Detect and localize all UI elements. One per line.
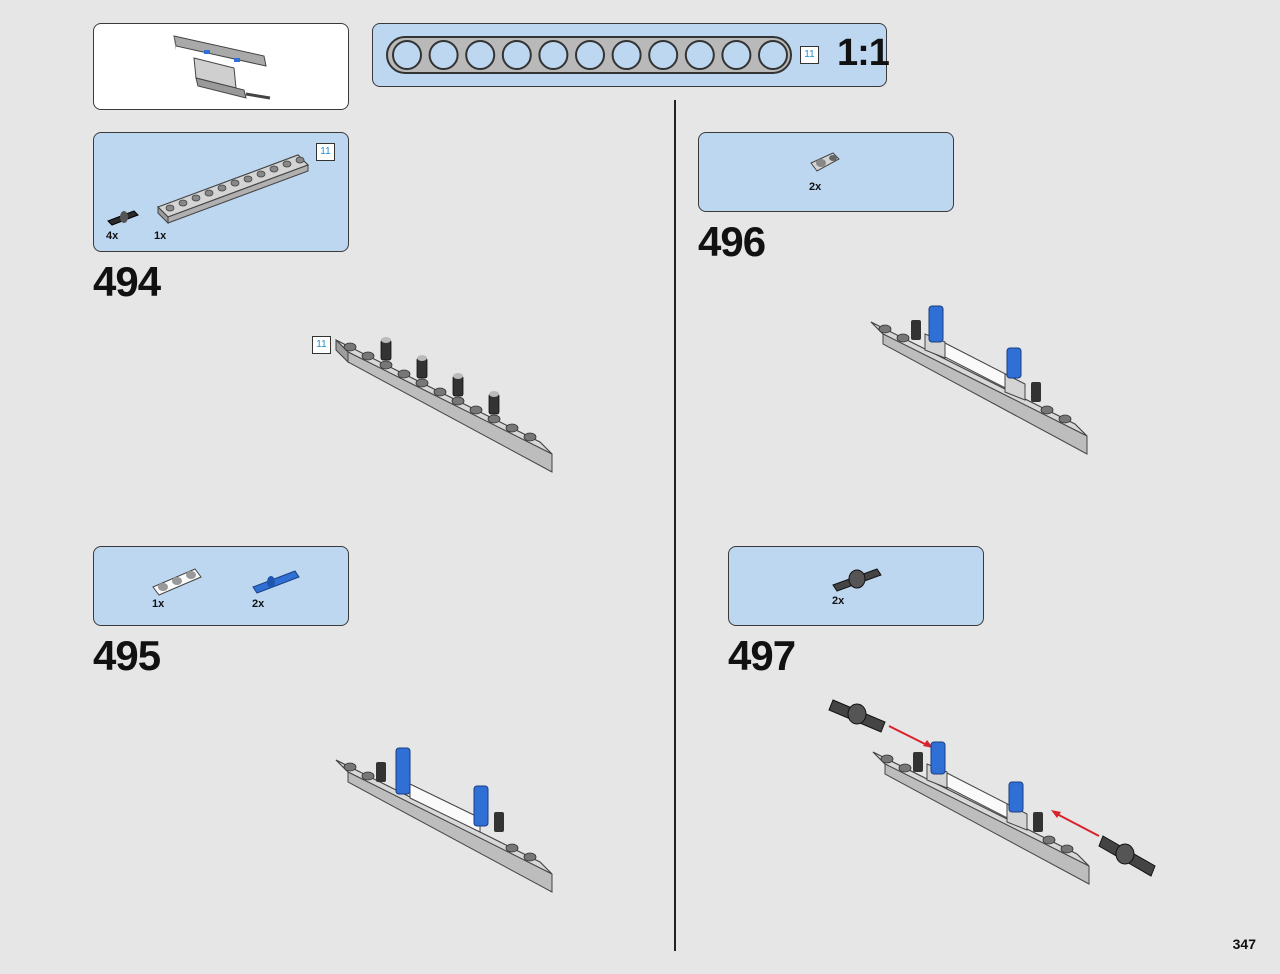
- step-496-parts-box: 2x: [698, 132, 954, 212]
- step-495-parts-box: 1x 2x: [93, 546, 349, 626]
- scale-hole: [465, 40, 496, 70]
- axle-connector-icon: [832, 568, 882, 592]
- step-495-number: 495: [93, 632, 161, 679]
- blue-axle-pin-icon: [252, 570, 300, 594]
- step-494-part-qty-2: 1x: [154, 230, 167, 242]
- step-497-model-icon: [828, 699, 1156, 885]
- column-divider: [674, 100, 676, 951]
- scale-hole: [501, 40, 532, 70]
- scale-bar-box: 11 1:1: [372, 23, 890, 87]
- scale-hole: [392, 40, 422, 70]
- step-497-number: 497: [728, 632, 796, 679]
- scale-hole: [684, 40, 715, 70]
- scale-length-badge: 11: [800, 46, 819, 64]
- step-495-model-icon: [335, 747, 553, 893]
- submodel-preview-icon: [173, 35, 271, 100]
- submodel-preview-box: [93, 23, 349, 110]
- scale-hole: [575, 40, 605, 70]
- scale-hole: [538, 40, 569, 70]
- step-496-number: 496: [698, 218, 766, 265]
- step-494-model-beam-icon: [335, 337, 553, 473]
- scale-hole: [428, 40, 459, 70]
- scale-label: 1:1: [837, 32, 890, 74]
- step-494-part-qty-1: 4x: [106, 230, 119, 242]
- beam-3-white-icon: [152, 568, 202, 596]
- step-495-part-qty-2: 2x: [252, 598, 265, 610]
- step-496-part-qty-1: 2x: [809, 181, 822, 193]
- step-497-part-qty-1: 2x: [832, 595, 845, 607]
- scale-hole: [611, 40, 642, 70]
- cross-block-icon: [810, 152, 840, 172]
- step-494-number: 494: [93, 258, 161, 305]
- step-494-parts-box: 4x 1x 11: [93, 132, 349, 252]
- page-number: 347: [1232, 936, 1256, 952]
- scale-hole: [721, 40, 752, 70]
- scale-hole: [758, 40, 788, 70]
- scale-beam-icon: [386, 36, 792, 74]
- beam-11-icon: [156, 154, 310, 225]
- scale-hole: [648, 40, 679, 70]
- step-496-model-icon: [870, 305, 1088, 455]
- step-494-model-length-badge: 11: [312, 336, 331, 354]
- step-497-parts-box: 2x: [728, 546, 984, 626]
- step-495-part-qty-1: 1x: [152, 598, 165, 610]
- black-friction-pin-icon: [107, 210, 139, 226]
- step-494-part-length-badge: 11: [316, 143, 335, 161]
